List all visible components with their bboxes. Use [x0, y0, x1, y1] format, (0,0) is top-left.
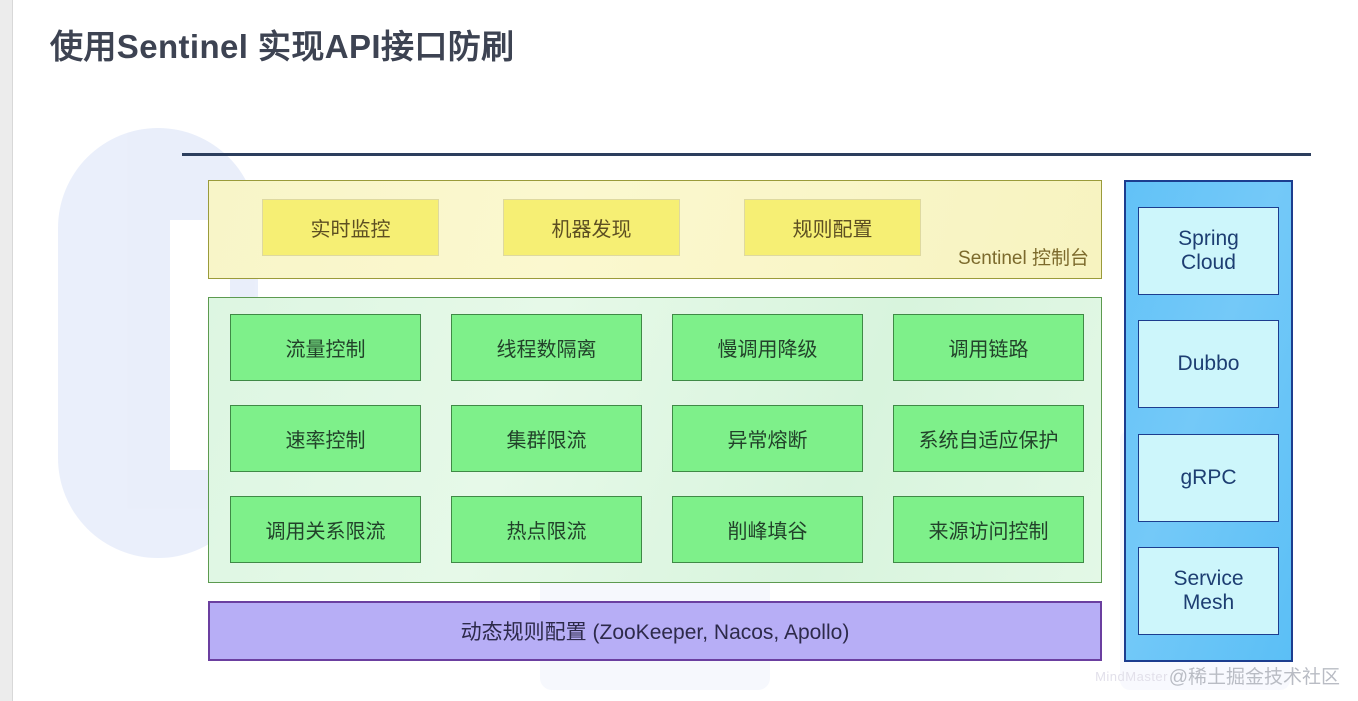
core-box-label: 系统自适应保护 [918, 430, 1059, 452]
core-box-label: 异常熔断 [727, 430, 808, 452]
console-box-realtime-monitor[interactable]: 实时监控 [262, 199, 439, 256]
site-watermark: @稀土掘金技术社区 [1168, 667, 1340, 688]
page-title: 使用Sentinel 实现API接口防刷 [50, 28, 515, 65]
core-box-rate-control[interactable]: 速率控制 [230, 405, 421, 472]
console-box-label: 规则配置 [792, 219, 873, 241]
core-box-cluster-limit[interactable]: 集群限流 [451, 405, 642, 472]
core-box-hotspot-limit[interactable]: 热点限流 [451, 496, 642, 563]
core-box-exception-circuit-break[interactable]: 异常熔断 [672, 405, 863, 472]
core-box-label: 调用链路 [948, 339, 1029, 361]
console-box-label: 机器发现 [551, 219, 632, 241]
core-box-label: 调用关系限流 [265, 521, 386, 543]
adapter-box-spring-cloud[interactable]: Spring Cloud [1138, 206, 1279, 295]
core-box-label: 来源访问控制 [928, 521, 1049, 543]
dynamic-rule-config-bar[interactable]: 动态规则配置 (ZooKeeper, Nacos, Apollo) [208, 601, 1102, 661]
framework-adapter-panel: Spring Cloud Dubbo gRPC Service Mesh [1124, 180, 1293, 662]
core-box-label: 削峰填谷 [727, 521, 808, 543]
left-gutter [0, 0, 13, 701]
core-box-thread-isolation[interactable]: 线程数隔离 [451, 314, 642, 381]
core-box-label: 线程数隔离 [496, 339, 597, 361]
sentinel-console-panel: 实时监控 机器发现 规则配置 Sentinel 控制台 [208, 180, 1102, 279]
console-box-rule-config[interactable]: 规则配置 [744, 199, 921, 256]
core-box-system-adaptive-protection[interactable]: 系统自适应保护 [893, 405, 1084, 472]
adapter-box-grpc[interactable]: gRPC [1138, 433, 1279, 522]
sentinel-core-panel: 流量控制 线程数隔离 慢调用降级 调用链路 速率控制 集群限流 异常熔断 系统自… [208, 297, 1102, 583]
core-box-label: 流量控制 [285, 339, 366, 361]
core-box-label: 集群限流 [506, 430, 587, 452]
core-box-origin-access-control[interactable]: 来源访问控制 [893, 496, 1084, 563]
core-box-peak-shaving[interactable]: 削峰填谷 [672, 496, 863, 563]
core-box-relation-limit[interactable]: 调用关系限流 [230, 496, 421, 563]
core-box-label: 热点限流 [506, 521, 587, 543]
console-panel-label: Sentinel 控制台 [958, 248, 1089, 269]
adapter-box-label: Dubbo [1177, 352, 1240, 376]
title-divider [182, 153, 1311, 156]
adapter-box-service-mesh[interactable]: Service Mesh [1138, 547, 1279, 636]
console-box-machine-discovery[interactable]: 机器发现 [503, 199, 680, 256]
core-box-label: 慢调用降级 [717, 339, 818, 361]
tool-watermark: MindMaster [1095, 669, 1168, 684]
core-capability-grid: 流量控制 线程数隔离 慢调用降级 调用链路 速率控制 集群限流 异常熔断 系统自… [230, 314, 1084, 563]
adapter-box-dubbo[interactable]: Dubbo [1138, 320, 1279, 409]
core-box-call-chain[interactable]: 调用链路 [893, 314, 1084, 381]
core-box-flow-control[interactable]: 流量控制 [230, 314, 421, 381]
core-box-label: 速率控制 [285, 430, 366, 452]
adapter-box-label: Service Mesh [1173, 567, 1244, 615]
adapter-box-label: Spring Cloud [1178, 226, 1239, 274]
core-box-slow-call-degrade[interactable]: 慢调用降级 [672, 314, 863, 381]
adapter-box-label: gRPC [1180, 465, 1237, 489]
console-box-label: 实时监控 [310, 219, 391, 241]
dynamic-rule-config-label: 动态规则配置 (ZooKeeper, Nacos, Apollo) [460, 621, 850, 644]
console-box-group: 实时监控 机器发现 规则配置 [262, 199, 921, 256]
